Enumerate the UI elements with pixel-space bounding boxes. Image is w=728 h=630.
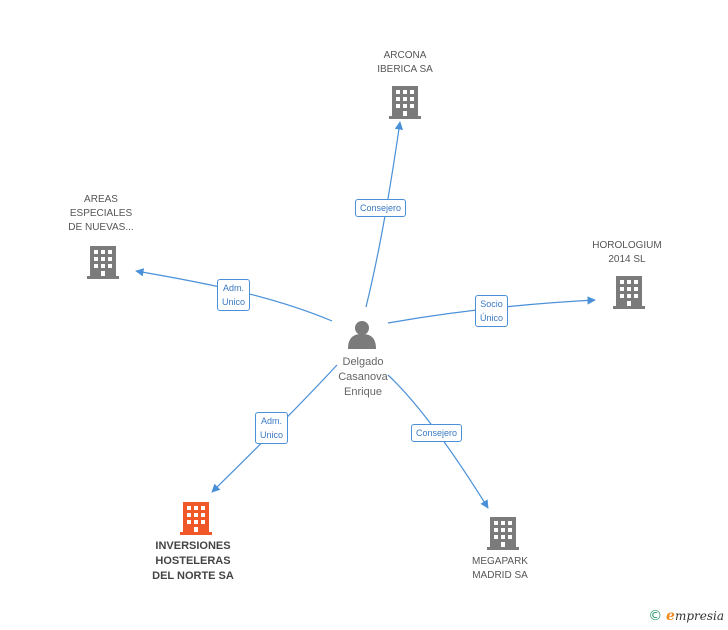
edge-label-arcona: Consejero [355, 199, 407, 217]
company-name-inversiones[interactable]: INVERSIONES HOSTELERAS DEL NORTE SA [152, 540, 234, 582]
company-name-arcona[interactable]: ARCONA IBERICA SA [377, 50, 433, 75]
company-name-areas[interactable]: AREAS ESPECIALES DE NUEVAS... [68, 194, 134, 233]
copyright: © empresia [648, 608, 724, 624]
brand-initial: e [666, 608, 675, 624]
company-name-megapark[interactable]: MEGAPARK MADRID SA [472, 556, 528, 581]
building-icon[interactable] [487, 517, 519, 550]
edge-label-areas: Adm. Unico [217, 279, 251, 311]
copyright-symbol: © [648, 608, 663, 624]
building-icon[interactable] [180, 502, 212, 535]
company-name-horologium[interactable]: HOROLOGIUM 2014 SL [592, 240, 662, 265]
edge-label-inversiones: Adm. Unico [255, 412, 289, 444]
person-icon[interactable] [348, 321, 376, 349]
edge-arcona [365, 121, 404, 308]
edge-label-megapark: Consejero [411, 424, 463, 442]
building-icon[interactable] [613, 276, 645, 309]
brand-name: mpresia [674, 609, 724, 623]
building-icon[interactable] [87, 246, 119, 279]
building-icon[interactable] [389, 86, 421, 119]
edge-label-horologium: Socio Único [475, 295, 509, 327]
person-name[interactable]: Delgado Casanova Enrique [338, 356, 388, 398]
